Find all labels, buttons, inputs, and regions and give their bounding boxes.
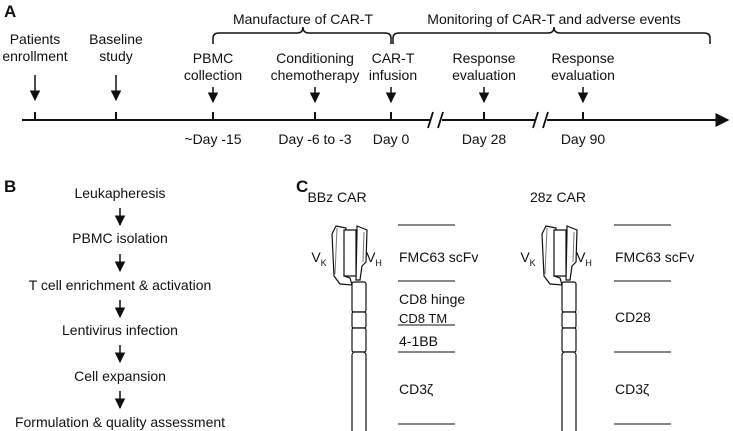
event-line1: Patients: [10, 31, 61, 47]
event-response-evaluation-90: Response evaluation: [551, 50, 615, 104]
car-stalk: [351, 281, 367, 431]
workflow-step: T cell enrichment & activation: [29, 277, 212, 293]
domain-label: FMC63 scFv: [615, 249, 694, 265]
axis-break: [532, 111, 539, 129]
event-conditioning-chemotherapy: Conditioning chemotherapy: [271, 50, 360, 104]
event-line2: evaluation: [551, 67, 615, 83]
monitoring-bracket: [392, 26, 711, 44]
event-line2: study: [99, 48, 132, 64]
manufacture-phase-label: Manufacture of CAR-T: [233, 11, 373, 27]
domain-label: CD3ζ: [615, 381, 649, 397]
domain-label: CD8 TM: [399, 311, 447, 326]
vk-label: VK: [311, 249, 326, 268]
event-line1: Response: [551, 50, 614, 66]
day-label: Day 90: [561, 131, 606, 147]
event-line2: chemotherapy: [271, 67, 360, 83]
domain-label: FMC63 scFv: [399, 249, 478, 265]
workflow-step: PBMC isolation: [72, 230, 168, 246]
construct-title: 28z CAR: [530, 189, 586, 205]
event-line1: Conditioning: [276, 50, 354, 66]
axis-break: [542, 111, 549, 129]
event-line2: collection: [184, 67, 242, 83]
scfv-shape: [541, 225, 578, 286]
event-line2: enrollment: [2, 48, 67, 64]
workflow-step: Lentivirus infection: [62, 322, 178, 338]
panel-b-label: B: [4, 177, 16, 196]
event-car-t-infusion: CAR-T infusion: [369, 50, 417, 104]
domain-label: CD3ζ: [399, 381, 433, 397]
workflow-step: Formulation & quality assessment: [15, 414, 225, 430]
event-line1: CAR-T: [372, 50, 415, 66]
vk-label: VK: [520, 249, 535, 268]
panel-c-label: C: [296, 177, 308, 196]
scfv-shape: [331, 225, 368, 286]
workflow-steps: Leukapheresis PBMC isolation T cell enri…: [15, 185, 225, 430]
domain-label: CD28: [615, 309, 651, 325]
event-response-evaluation-28: Response evaluation: [452, 50, 516, 104]
construct-title: BBz CAR: [307, 189, 366, 205]
bbz-car-construct: BBz CAR VK VH FMC63 scFv CD8 hinge: [307, 189, 478, 431]
panel-a-label: A: [4, 2, 16, 21]
domain-label: CD8 hinge: [399, 291, 465, 307]
day-label: ~Day -15: [184, 131, 241, 147]
axis-break: [427, 111, 434, 129]
manufacture-bracket: [212, 26, 392, 44]
domain-separators: [398, 224, 455, 425]
axis-break: [437, 111, 444, 129]
28z-car-construct: 28z CAR VK VH FMC63 scFv CD28 CD3ζ: [520, 189, 694, 431]
event-baseline-study: Baseline study: [89, 31, 143, 102]
timeline-axis: [22, 111, 730, 129]
event-pbmc-collection: PBMC collection: [184, 50, 242, 104]
event-line1: Baseline: [89, 31, 143, 47]
car-stalk: [561, 281, 577, 431]
day-label: Day 0: [373, 131, 410, 147]
domain-separators: [614, 224, 671, 425]
event-line1: Response: [452, 50, 515, 66]
day-label: Day -6 to -3: [278, 131, 351, 147]
vh-label: VH: [576, 249, 592, 268]
workflow-step: Leukapheresis: [74, 185, 165, 201]
monitoring-phase-label: Monitoring of CAR-T and adverse events: [427, 11, 680, 27]
event-line1: PBMC: [193, 50, 233, 66]
vh-label: VH: [366, 249, 382, 268]
event-line2: infusion: [369, 67, 417, 83]
domain-label: 4-1BB: [399, 333, 438, 349]
workflow-step: Cell expansion: [74, 368, 166, 384]
event-patients-enrollment: Patients enrollment: [2, 31, 68, 102]
event-line2: evaluation: [452, 67, 516, 83]
day-label: Day 28: [462, 131, 507, 147]
